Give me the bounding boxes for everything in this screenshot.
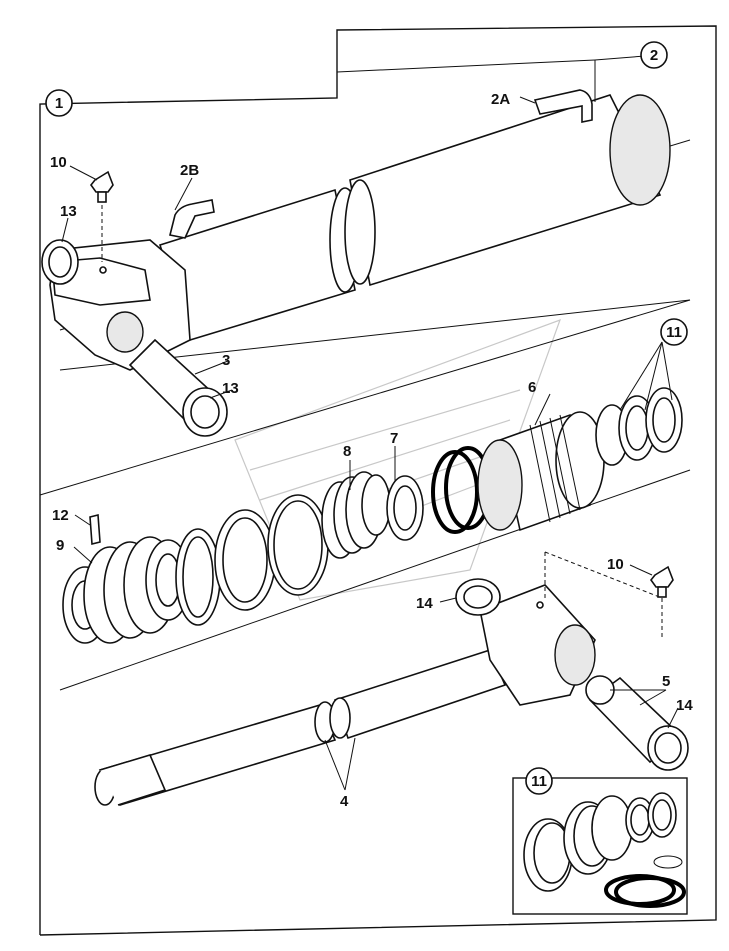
callout-14-left: 14: [416, 595, 433, 612]
callout-10-top: 10: [50, 154, 67, 171]
seal-rings: [175, 446, 492, 626]
callout-11-main: 11: [660, 318, 688, 346]
callout-11-kit: 11: [525, 767, 553, 795]
callout-14-right: 14: [676, 697, 693, 714]
callout-2-label: 2: [650, 47, 658, 64]
callout-6: 6: [528, 379, 536, 396]
callout-11-main-label: 11: [666, 324, 682, 341]
piston: [477, 387, 683, 532]
seal-kit-box: [512, 777, 688, 915]
callout-1: 1: [45, 89, 73, 117]
callout-3: 3: [222, 352, 230, 369]
callout-9: 9: [56, 537, 64, 554]
callout-5: 5: [662, 673, 670, 690]
gland-with-rings: [62, 536, 191, 644]
callout-2: 2: [640, 41, 668, 69]
grease-fitting-top: [89, 170, 114, 262]
callout-12: 12: [52, 507, 69, 524]
callout-8: 8: [343, 443, 351, 460]
callout-10-right: 10: [607, 556, 624, 573]
callout-1-label: 1: [55, 95, 63, 112]
grease-fitting-right: [649, 565, 674, 598]
pin-and-bushing: [128, 338, 228, 437]
assembly-frame: [39, 25, 717, 936]
pin-5-and-bushing: [585, 675, 689, 771]
callout-11-kit-label: 11: [531, 773, 547, 790]
leader-lines: [61, 55, 679, 791]
callout-2b: 2B: [180, 162, 199, 179]
pin-12: [89, 513, 101, 546]
callout-7: 7: [390, 430, 398, 447]
cylinder-barrel: [41, 89, 691, 371]
callout-2a: 2A: [491, 91, 510, 108]
callout-4: 4: [340, 793, 349, 810]
callout-13-bottom: 13: [222, 380, 239, 397]
callout-13-top: 13: [60, 203, 77, 220]
piston-rod: [94, 551, 663, 806]
